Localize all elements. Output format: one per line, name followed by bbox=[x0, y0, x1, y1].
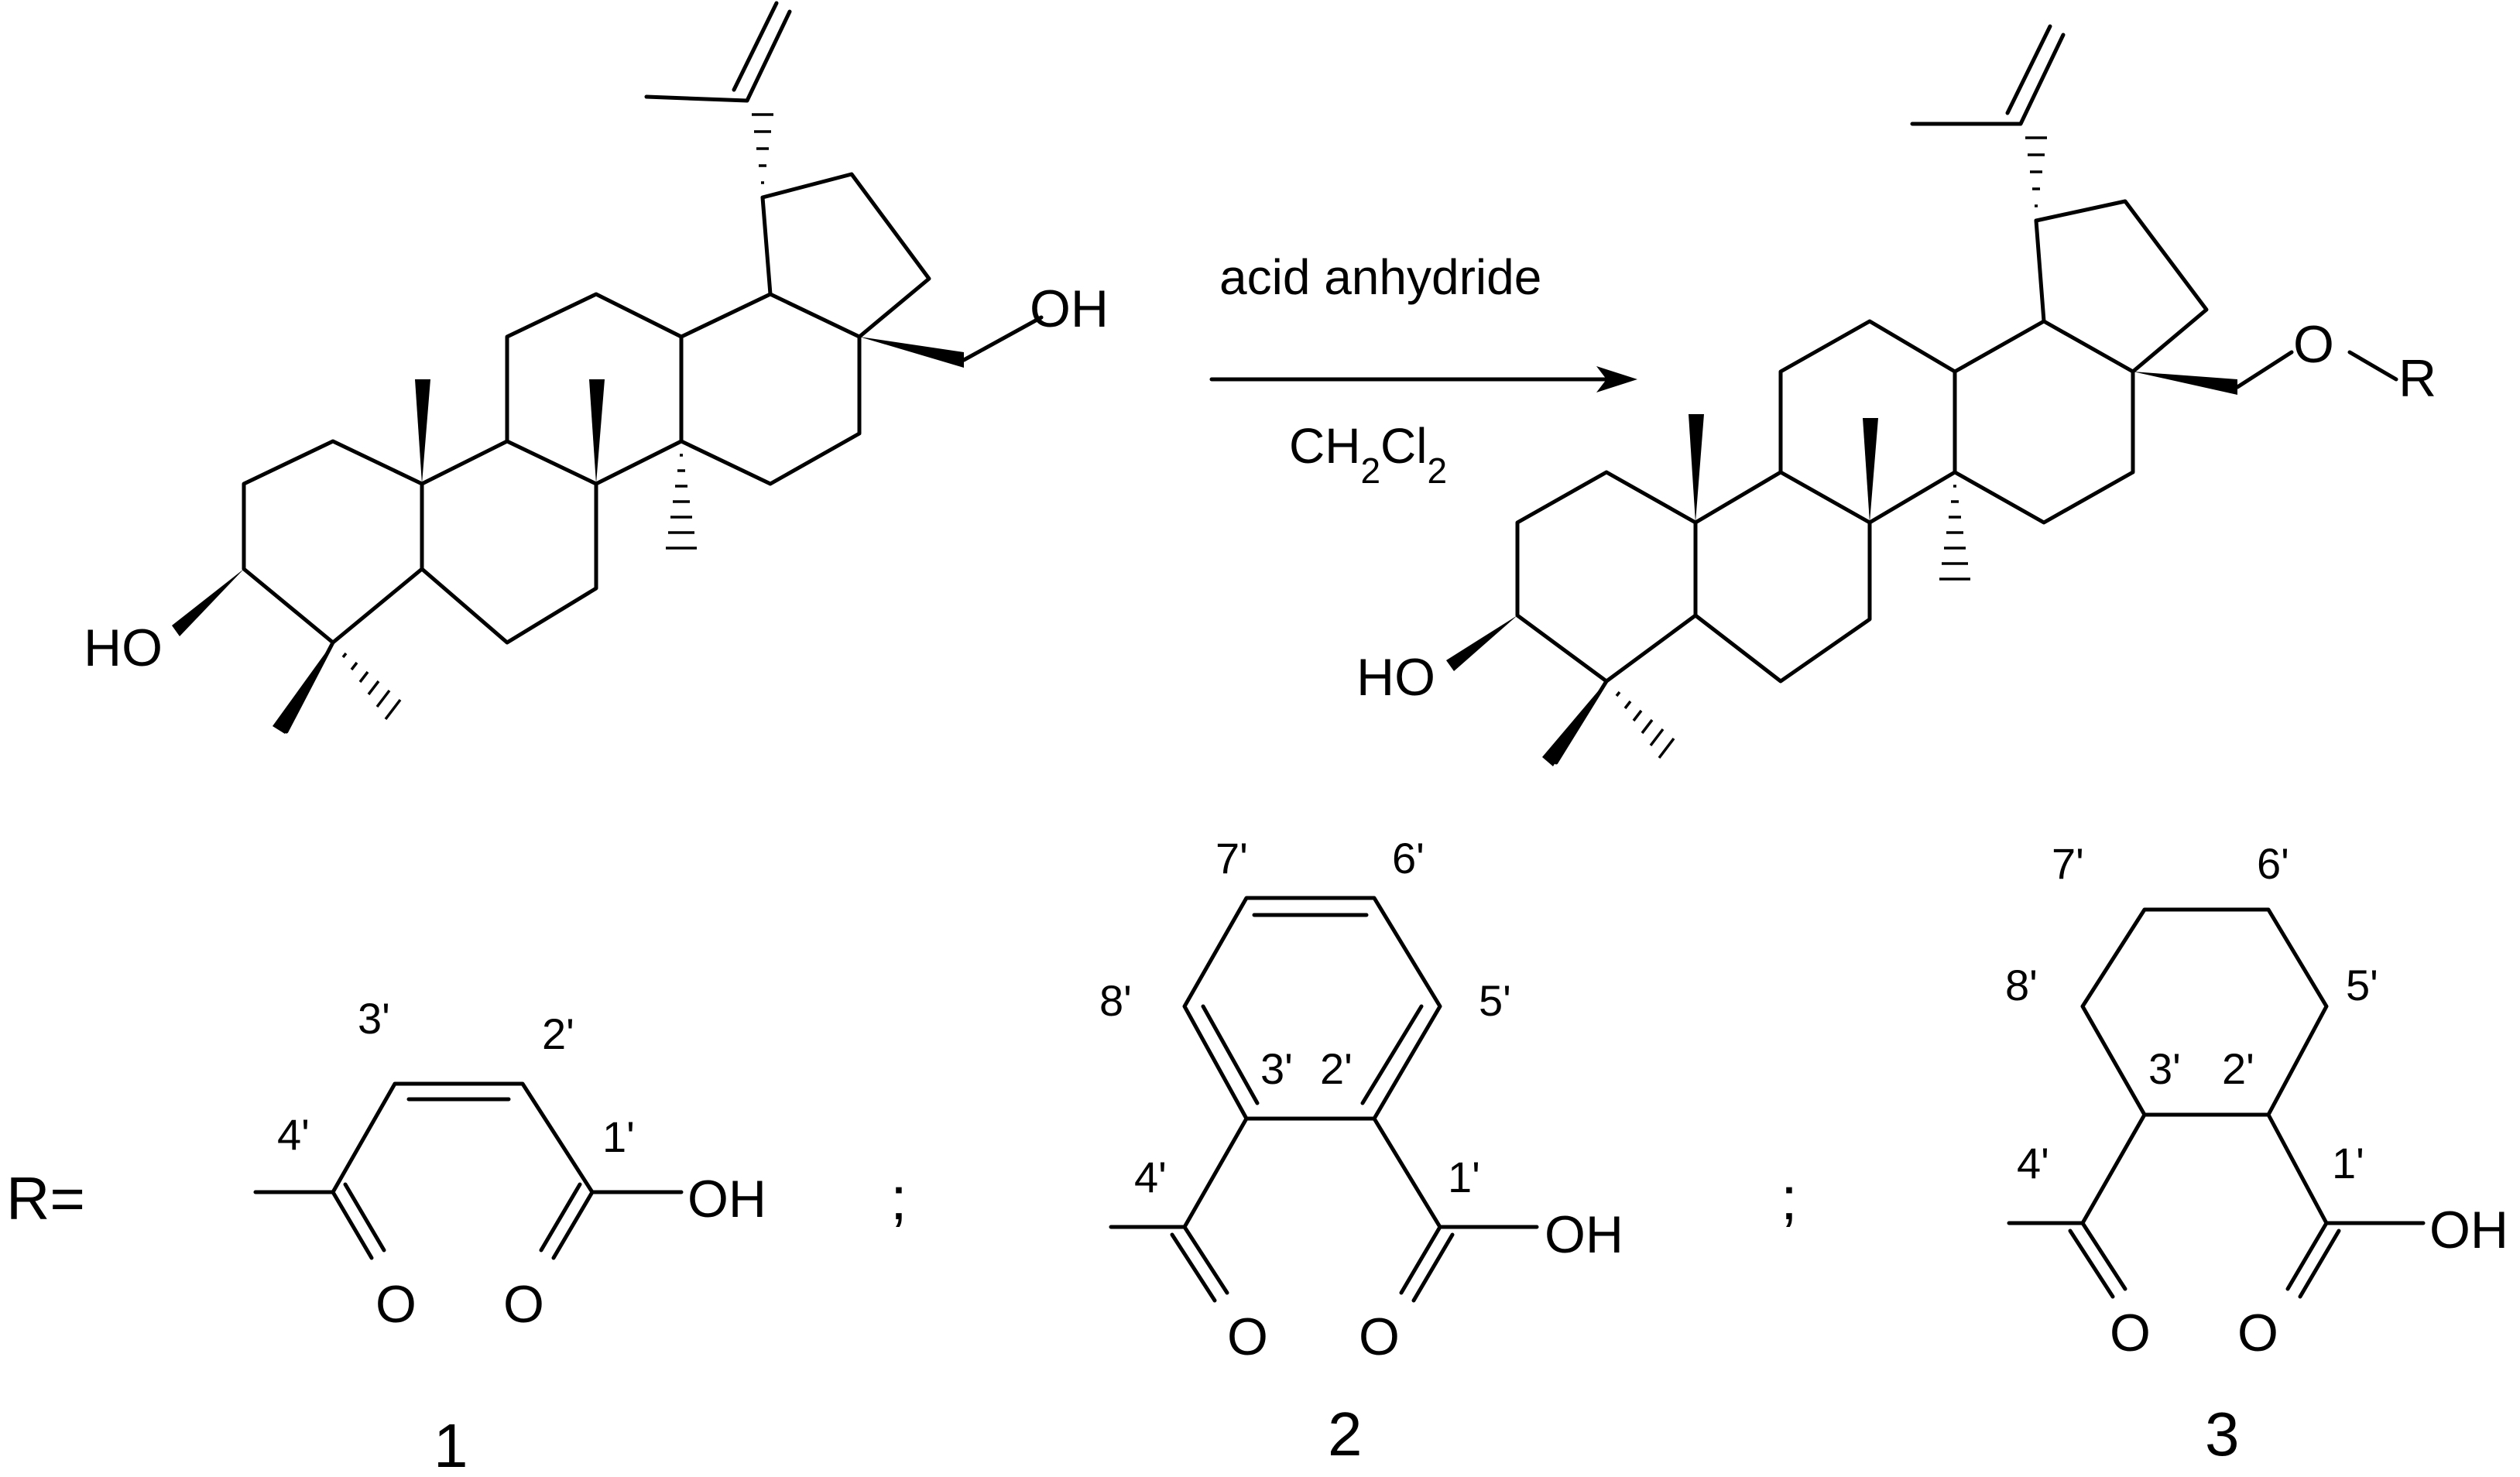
carbonyl-o-label: O bbox=[1227, 1307, 1268, 1366]
position-label: 3' bbox=[358, 994, 390, 1043]
methyl-c4 bbox=[284, 640, 335, 734]
isopropenyl bbox=[1910, 24, 2066, 126]
solvent-label: CH2Cl2 bbox=[1289, 418, 1447, 491]
ring-e bbox=[2034, 199, 2209, 374]
position-label: 1' bbox=[602, 1112, 635, 1161]
position-label: 6' bbox=[1392, 834, 1425, 882]
carbonyl-o-label: O bbox=[503, 1275, 544, 1334]
wedge-c4-methyl bbox=[273, 643, 333, 734]
ring-c bbox=[1778, 319, 1957, 525]
position-label: 2' bbox=[1320, 1044, 1353, 1093]
hash-c14-methyl bbox=[666, 454, 697, 550]
wedge-c17-ch2 bbox=[2133, 372, 2237, 395]
position-label: 7' bbox=[1215, 834, 1248, 882]
position-label: 5' bbox=[1479, 976, 1511, 1025]
oh-label: OH bbox=[1545, 1205, 1623, 1264]
reaction-arrow: acid anhydride CH2Cl2 bbox=[1209, 249, 1637, 491]
ring-b bbox=[420, 439, 598, 645]
compound-number: 3 bbox=[2205, 1400, 2240, 1468]
carbonyl-o-label: O bbox=[375, 1275, 417, 1334]
hash-c14-methyl bbox=[1939, 485, 1970, 581]
ring-a bbox=[242, 439, 424, 645]
ho-label: HO bbox=[1356, 648, 1435, 707]
carbonyl-o-label: O bbox=[2237, 1304, 2278, 1362]
position-label: 4' bbox=[277, 1110, 310, 1159]
substituent-1-maleate: O O OH 1' 2' 3' 4' 1 bbox=[253, 994, 766, 1477]
wedge-c10-methyl bbox=[415, 379, 430, 484]
ester-oxygen-label: O bbox=[2293, 315, 2334, 374]
wedge-c3-oh bbox=[172, 569, 244, 636]
position-label: 2' bbox=[2222, 1044, 2254, 1093]
separator: ; bbox=[1781, 1164, 1798, 1232]
r-group-label: R bbox=[2398, 349, 2436, 408]
oh-label: OH bbox=[1030, 279, 1109, 338]
ring-e bbox=[760, 172, 931, 339]
ring-c bbox=[505, 292, 684, 486]
wedge-c8-methyl bbox=[589, 379, 605, 484]
position-label: 2' bbox=[542, 1009, 574, 1058]
oh-label: OH bbox=[687, 1170, 766, 1229]
separator: ; bbox=[890, 1164, 907, 1232]
position-label: 8' bbox=[2005, 961, 2038, 1009]
substituent-3-cyclohexane: O O OH 1' 2' 3' 4' 5' 6' 7' 8' 3 bbox=[2005, 839, 2508, 1468]
position-label: 7' bbox=[2052, 839, 2084, 888]
ring-d bbox=[1953, 319, 2135, 525]
wedge-c8-methyl bbox=[1863, 418, 1878, 523]
hash-c4-methyl bbox=[341, 652, 402, 721]
compound-number: 1 bbox=[434, 1411, 468, 1477]
hash-c19-isopropenyl bbox=[2025, 136, 2047, 207]
position-label: 1' bbox=[2332, 1139, 2364, 1187]
position-label: 5' bbox=[2346, 961, 2378, 1009]
substituent-2-phthalate: O O OH 1' 2' 3' 4' 5' 6' 7' 8' 2 bbox=[1099, 834, 1623, 1468]
hash-c19-isopropenyl bbox=[752, 113, 773, 184]
position-label: 8' bbox=[1099, 976, 1132, 1025]
wedge-c3-oh bbox=[1446, 615, 1517, 671]
position-label: 1' bbox=[1448, 1153, 1480, 1201]
ring-a bbox=[1515, 470, 1698, 684]
compound-number: 2 bbox=[1328, 1400, 1363, 1468]
ch2-oh-bond bbox=[962, 315, 1044, 362]
wedge-c10-methyl bbox=[1689, 414, 1704, 523]
ring-b bbox=[1693, 470, 1872, 684]
ch2-o-r-bond bbox=[2235, 350, 2398, 389]
methyl-c4 bbox=[1554, 679, 1609, 765]
isopropenyl bbox=[644, 1, 792, 103]
ring-d bbox=[679, 292, 862, 486]
oh-label: OH bbox=[2429, 1201, 2508, 1259]
wedge-c4-methyl bbox=[1542, 681, 1606, 766]
reagent-label: acid anhydride bbox=[1219, 249, 1541, 305]
ho-label: HO bbox=[84, 619, 163, 677]
position-label: 6' bbox=[2257, 839, 2289, 888]
wedge-c17-ch2 bbox=[859, 337, 964, 368]
carbonyl-o-label: O bbox=[1359, 1307, 1400, 1366]
betulin-structure: OH HO bbox=[84, 1, 1109, 734]
product-structure: O R HO bbox=[1356, 24, 2436, 766]
position-label: 4' bbox=[2017, 1139, 2049, 1187]
position-label: 3' bbox=[1260, 1044, 1293, 1093]
position-label: 3' bbox=[2148, 1044, 2181, 1093]
carbonyl-o-label: O bbox=[2110, 1304, 2151, 1362]
hash-c4-methyl bbox=[1615, 691, 1675, 759]
r-equals-label: R= bbox=[6, 1164, 85, 1232]
position-label: 4' bbox=[1134, 1153, 1167, 1201]
